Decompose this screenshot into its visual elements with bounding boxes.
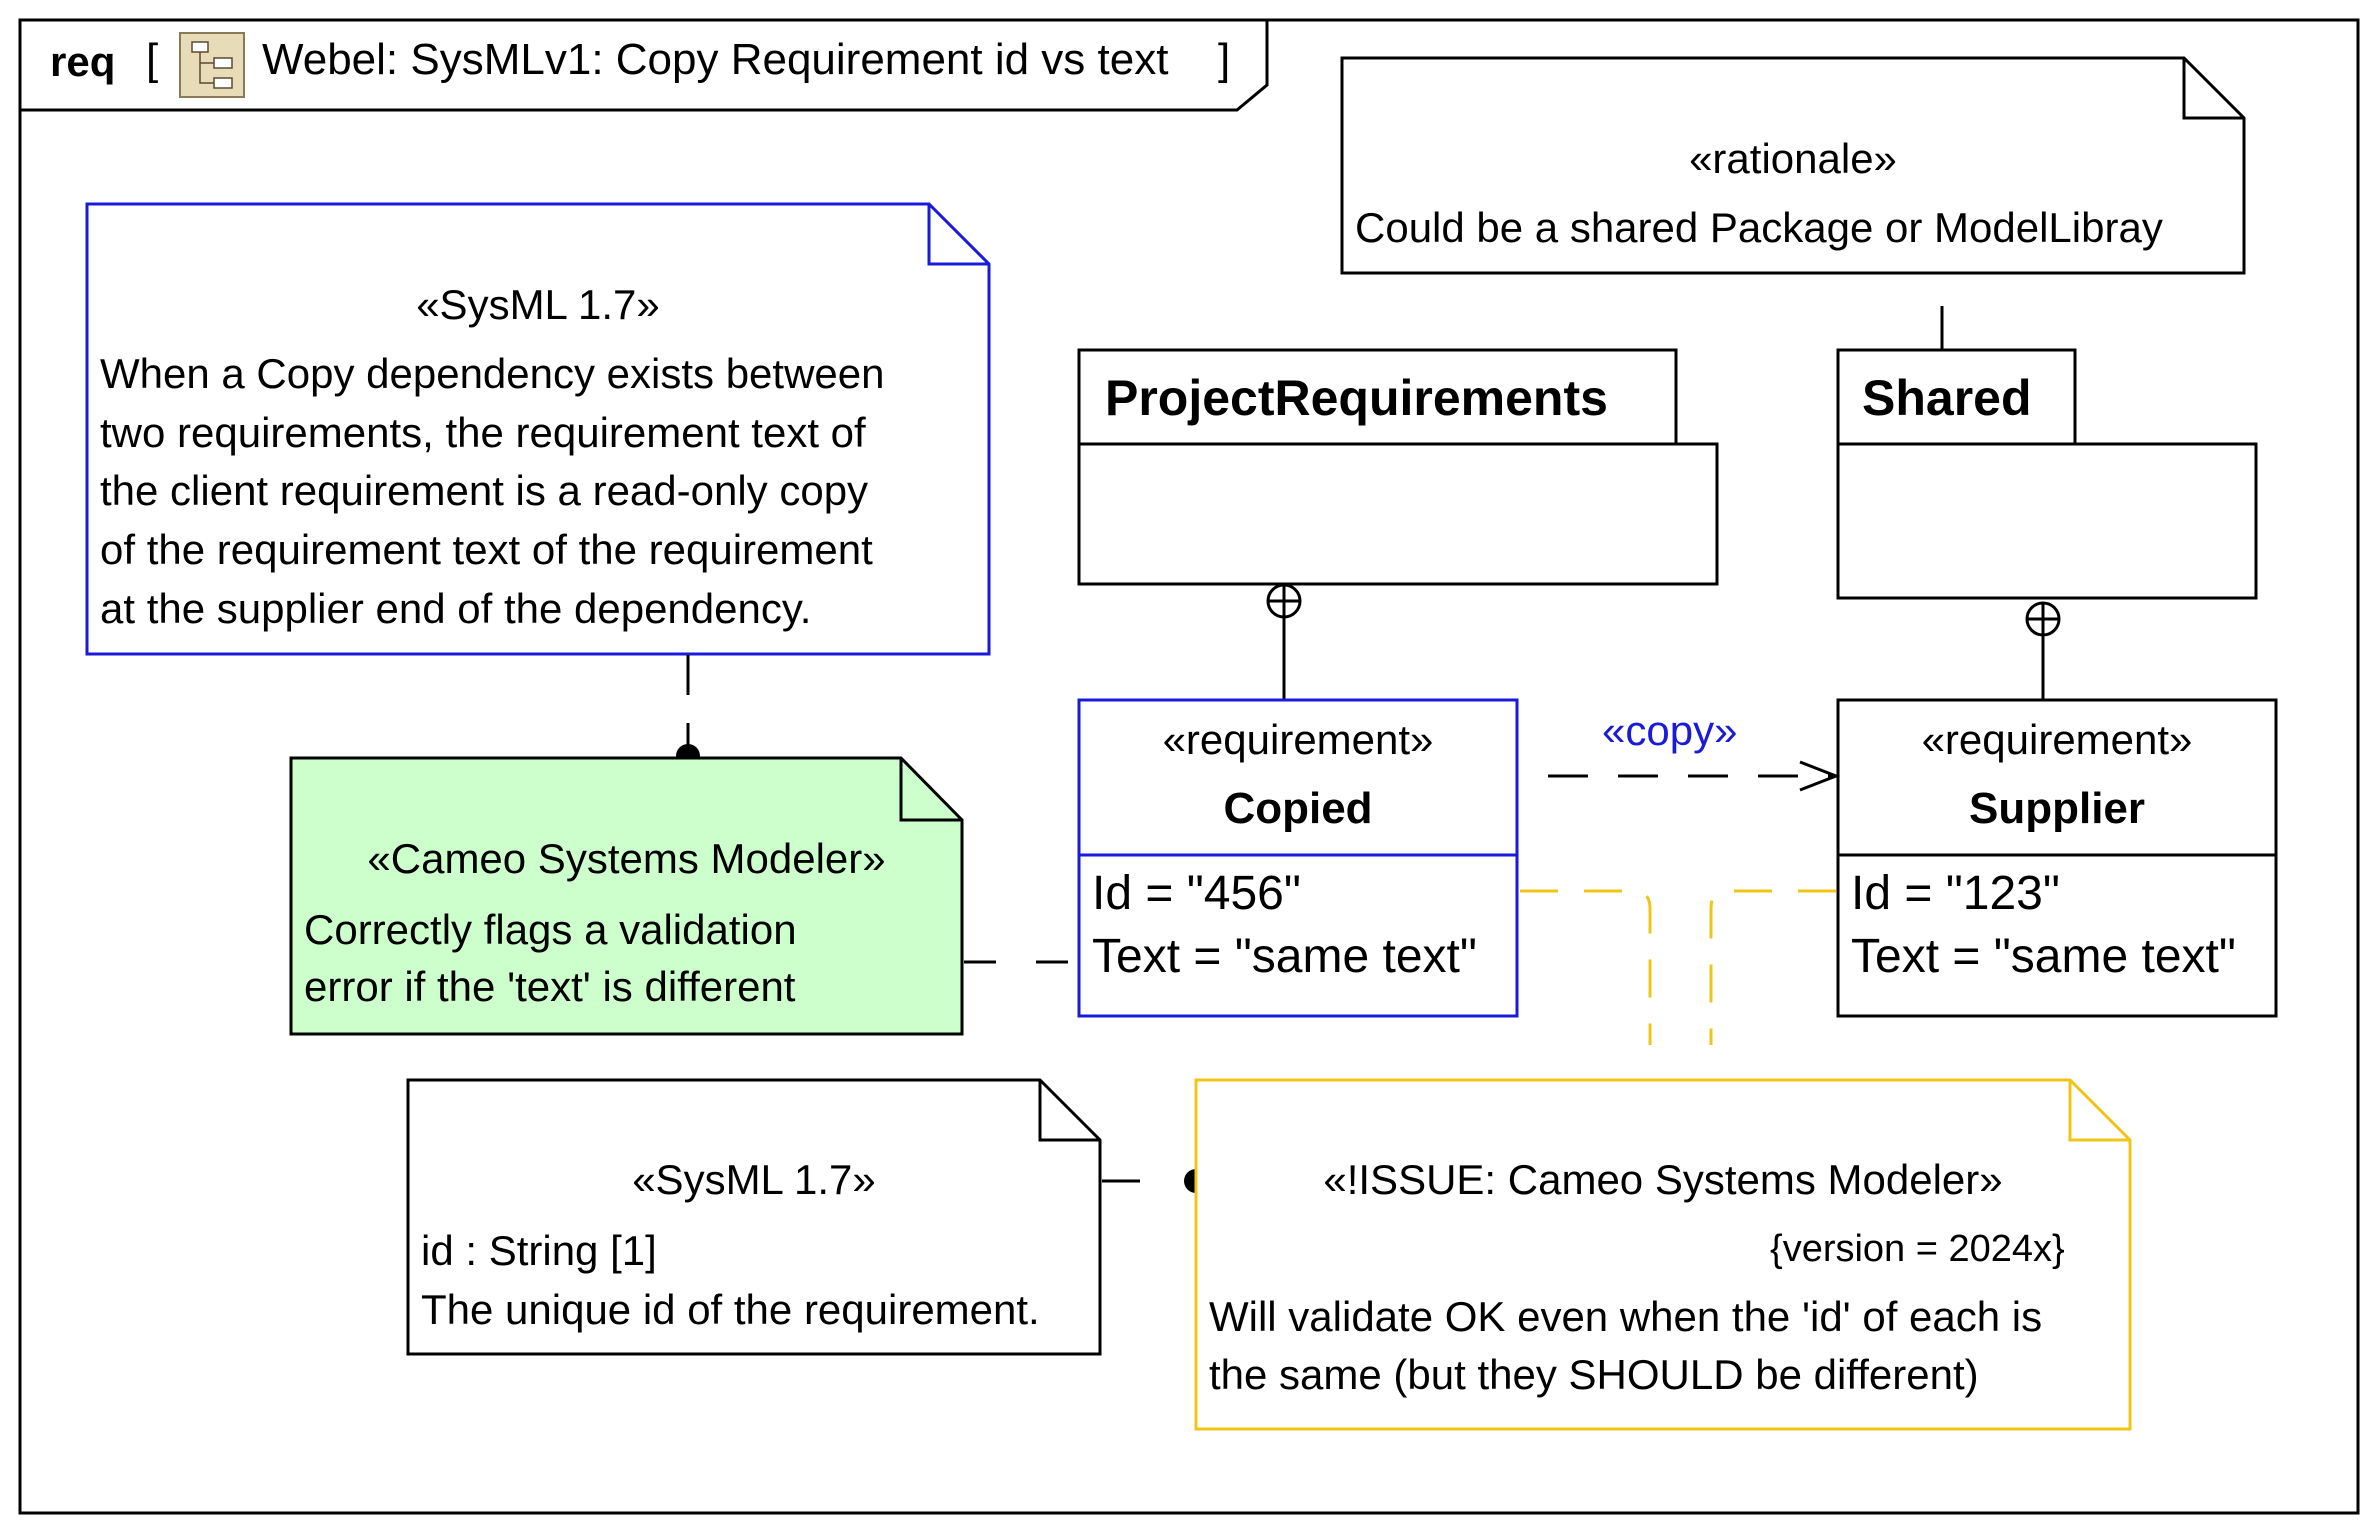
copied-requirement-block[interactable]: [1077, 698, 1519, 1018]
frame-close-bracket: ]: [1218, 35, 1231, 84]
project-package-tab: [1077, 348, 1678, 446]
cameo-validation-note-fold: [899, 758, 962, 822]
shared-package-body[interactable]: [1836, 442, 2258, 600]
cameo-validation-note[interactable]: [289, 756, 964, 1036]
issue-line: the same (but they SHOULD be different): [1209, 1351, 1979, 1398]
copy-semantics-line: of the requirement text of the requireme…: [100, 526, 873, 573]
rationale-note-fold: [2182, 58, 2244, 120]
frame-header-tab: [20, 18, 1269, 112]
shared-package-name: Shared: [1862, 370, 2032, 426]
cameo-validation-line: Correctly flags a validation: [304, 906, 797, 953]
copied-id-property: Id = "456": [1092, 867, 1301, 920]
id-definition-line: id : String [1]: [421, 1227, 657, 1274]
copied-text-property: Text = "same text": [1092, 930, 1477, 983]
frame-open-bracket: [: [146, 35, 159, 84]
copy-semantics-note[interactable]: [85, 202, 991, 656]
issue-version-tag: {version = 2024x}: [1770, 1228, 2065, 1270]
issue-line: Will validate OK even when the 'id' of e…: [1209, 1293, 2043, 1340]
supplier-name: Supplier: [1968, 784, 2146, 833]
issue-anchor-to-supplier: [1709, 889, 1836, 1045]
shared-package-tab: [1836, 348, 2077, 446]
project-package-body[interactable]: [1077, 442, 1719, 586]
copy-semantics-line: at the supplier end of the dependency.: [100, 585, 812, 632]
supplier-id-property: Id = "123": [1851, 867, 2060, 920]
copy-semantics-note-fold: [927, 204, 989, 266]
frame-kind-label: req: [50, 38, 116, 85]
copy-semantics-stereotype: «SysML 1.7»: [416, 281, 660, 328]
rationale-stereotype: «rationale»: [1689, 135, 1897, 182]
supplier-text-property: Text = "same text": [1851, 930, 2236, 983]
copied-stereotype: «requirement»: [1162, 716, 1434, 763]
supplier-requirement-block[interactable]: [1836, 698, 2278, 1018]
id-definition-stereotype: «SysML 1.7»: [632, 1156, 876, 1203]
cameo-validation-stereotype: «Cameo Systems Modeler»: [367, 835, 886, 882]
diagram-icon: [179, 32, 245, 98]
issue-note[interactable]: [1194, 1078, 2132, 1431]
copy-semantics-line: the client requirement is a read-only co…: [100, 467, 869, 514]
copy-semantics-line: two requirements, the requirement text o…: [100, 409, 866, 456]
id-definition-note[interactable]: [406, 1078, 1102, 1356]
rationale-note[interactable]: [1340, 56, 2246, 275]
copy-dependency-label: «copy»: [1602, 707, 1738, 754]
issue-anchor-to-copied: [1520, 889, 1652, 1045]
issue-note-fold: [2068, 1080, 2130, 1142]
copy-dependency-arrowhead: [1799, 760, 1841, 792]
frame-title: Webel: SysMLv1: Copy Requirement id vs t…: [262, 35, 1169, 84]
cameo-validation-line: error if the 'text' is different: [304, 963, 796, 1010]
project-package-name: ProjectRequirements: [1105, 370, 1608, 426]
supplier-stereotype: «requirement»: [1921, 716, 2193, 763]
copy-semantics-line: When a Copy dependency exists between: [100, 350, 885, 397]
id-definition-line: The unique id of the requirement.: [421, 1286, 1040, 1333]
copied-name: Copied: [1223, 784, 1373, 833]
id-definition-note-fold: [1038, 1080, 1100, 1142]
issue-stereotype: «!ISSUE: Cameo Systems Modeler»: [1323, 1156, 2003, 1203]
rationale-text: Could be a shared Package or ModelLibray: [1355, 204, 2163, 251]
